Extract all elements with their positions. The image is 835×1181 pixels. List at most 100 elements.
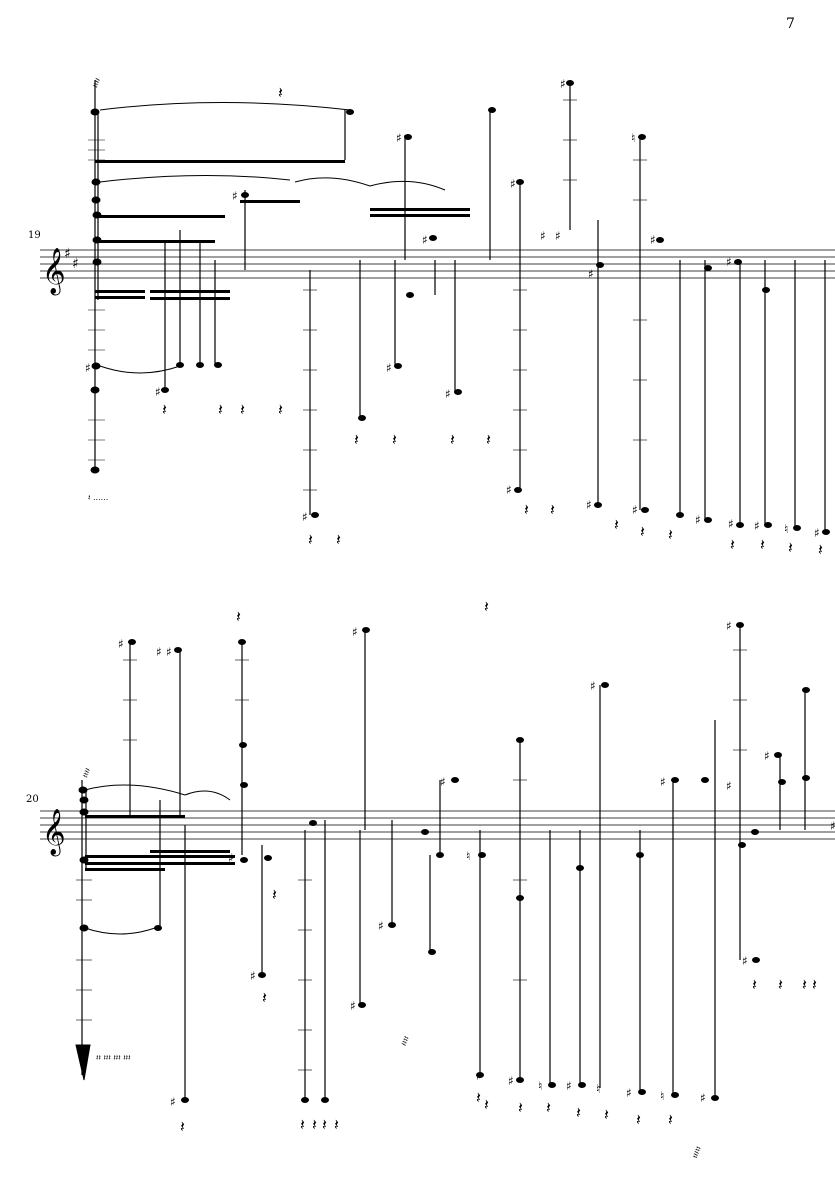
svg-text:♯: ♯ [754,519,760,533]
chord-cluster-1 [88,80,105,474]
svg-text:𝄽: 𝄽 [336,530,341,549]
svg-text:♯: ♯ [586,498,592,512]
svg-text:𝄽: 𝄽 [760,535,765,554]
key-sharp-f-1: ♯ [64,246,71,262]
svg-text:𝄽: 𝄽 [486,430,491,449]
svg-text:𝄽: 𝄽 [524,500,529,519]
svg-text:𝄽: 𝄽 [518,1098,523,1117]
svg-text:♯: ♯ [830,819,835,833]
svg-text:♯: ♯ [228,851,234,865]
svg-text:♯: ♯ [814,526,820,540]
svg-text:𝄽: 𝄽 [668,525,673,544]
treble-clef-2: 𝄞 [42,809,66,857]
treble-clef-1: 𝄞 [42,248,66,296]
grace-rest-cluster-bottom-1: 𝄽 ...... [88,493,108,502]
svg-text:♯: ♯ [555,229,561,243]
svg-text:♯: ♯ [155,385,161,399]
system-2: 𝄞 [40,597,835,1160]
svg-text:♯: ♯ [85,361,91,375]
measure-number-20: 20 [26,794,39,805]
svg-text:♯: ♯ [170,1095,176,1109]
svg-text:♯: ♯ [588,267,594,281]
svg-text:𝄽: 𝄽 [614,515,619,534]
rests-2: 𝄽 𝄽 𝄽 𝄽 𝄽 𝄽𝄽𝄽𝄽 𝄽𝄽𝄽 𝄽𝄽𝄽 𝄽𝄽 𝄽𝄽𝄽𝄽 [180,597,817,1136]
svg-text:♯: ♯ [632,503,638,517]
svg-text:♯: ♯ [590,679,596,693]
svg-text:♯: ♯ [350,999,356,1013]
grace-rest-cluster-bottom-2: 𝄽𝄽 𝄽𝄽𝄽 𝄽𝄽𝄽 𝄽𝄽𝄽 [96,1053,131,1062]
grace-rest-cluster-mid-2: 𝄽𝄽𝄽𝄽 [400,1034,412,1047]
svg-text:♯: ♯ [232,189,238,203]
svg-text:𝄽: 𝄽 [802,975,807,994]
svg-text:𝄽: 𝄽 [812,975,817,994]
svg-text:𝄽: 𝄽 [484,1095,489,1114]
svg-text:♮: ♮ [596,1082,600,1096]
svg-text:𝄽: 𝄽 [334,1115,339,1134]
svg-text:♯: ♯ [440,775,446,789]
svg-text:𝄽: 𝄽 [236,607,241,626]
svg-text:𝄽: 𝄽 [778,975,783,994]
svg-text:♯: ♯ [118,637,124,651]
svg-text:♯: ♯ [506,483,512,497]
svg-text:♯: ♯ [422,233,428,247]
svg-text:♯: ♯ [726,619,732,633]
svg-text:♯: ♯ [650,233,656,247]
svg-text:♯: ♯ [540,229,546,243]
svg-text:♯: ♯ [560,77,566,91]
svg-text:𝄽: 𝄽 [162,400,167,419]
svg-text:𝄽: 𝄽 [576,1103,581,1122]
svg-text:♯: ♯ [764,749,770,763]
svg-text:𝄽: 𝄽 [278,83,283,102]
beams-1 [95,160,470,300]
svg-text:♮: ♮ [538,1079,542,1093]
svg-text:𝄽: 𝄽 [312,1115,317,1134]
svg-text:𝄽: 𝄽 [546,1098,551,1117]
svg-text:♯: ♯ [742,954,748,968]
svg-text:𝄽: 𝄽 [818,540,823,559]
svg-text:𝄽: 𝄽 [240,400,245,419]
svg-text:♯: ♯ [156,645,162,659]
svg-text:♯: ♯ [476,1069,482,1083]
slurs-1 [99,102,446,374]
noteheads-2 [128,622,810,1103]
svg-text:𝄽: 𝄽 [640,522,645,541]
svg-text:𝄽: 𝄽 [278,400,283,419]
chord-cluster-2 [75,780,92,1081]
key-sharp-c-1: ♯ [72,256,79,272]
svg-text:𝄽: 𝄽 [180,1117,185,1136]
svg-text:♮: ♮ [466,849,470,863]
svg-text:𝄽: 𝄽 [262,988,267,1007]
svg-text:𝄽: 𝄽 [322,1115,327,1134]
svg-text:♯: ♯ [566,1079,572,1093]
svg-text:♯: ♯ [352,625,358,639]
svg-text:♯: ♯ [700,1091,706,1105]
svg-text:𝄽: 𝄽 [218,400,223,419]
svg-text:♮: ♮ [784,522,788,536]
svg-text:𝄽: 𝄽 [752,975,757,994]
svg-text:♯: ♯ [695,513,701,527]
svg-text:𝄽: 𝄽 [636,1110,641,1129]
svg-text:♯: ♯ [445,387,451,401]
svg-text:♯: ♯ [728,517,734,531]
svg-text:♯: ♯ [726,255,732,269]
rests-1: 𝄽 𝄽𝄽𝄽𝄽 𝄽𝄽𝄽𝄽 𝄽𝄽 𝄽𝄽 𝄽𝄽𝄽 𝄽𝄽𝄽𝄽 [162,83,823,559]
system-1: 𝄞 ♯ ♯ [40,76,835,559]
accidentals-2: ♯♯♯ ♯♯♯ ♯♯♯ ♯♮♯ ♯♯♮ ♯♮♯ ♯♮♯ ♯♯♯ ♯♯ [118,619,835,1109]
svg-text:♯: ♯ [726,779,732,793]
ledger-stems-1 [164,80,826,532]
svg-text:𝄽: 𝄽 [308,530,313,549]
svg-text:𝄽: 𝄽 [550,500,555,519]
svg-text:𝄽: 𝄽 [668,1110,673,1129]
slurs-2 [84,784,231,935]
svg-text:𝄽: 𝄽 [604,1105,609,1124]
svg-text:𝄽: 𝄽 [484,597,489,616]
svg-text:𝄽: 𝄽 [730,535,735,554]
ledger-ticks-2 [123,649,747,1071]
grace-rest-cluster-top-1: 𝄽𝄽𝄽𝄽 [91,76,103,89]
svg-text:♮: ♮ [660,1089,664,1103]
svg-text:𝄽: 𝄽 [450,430,455,449]
svg-text:♯: ♯ [626,1086,632,1100]
svg-text:♯: ♯ [166,645,172,659]
svg-text:♮: ♮ [631,131,635,145]
